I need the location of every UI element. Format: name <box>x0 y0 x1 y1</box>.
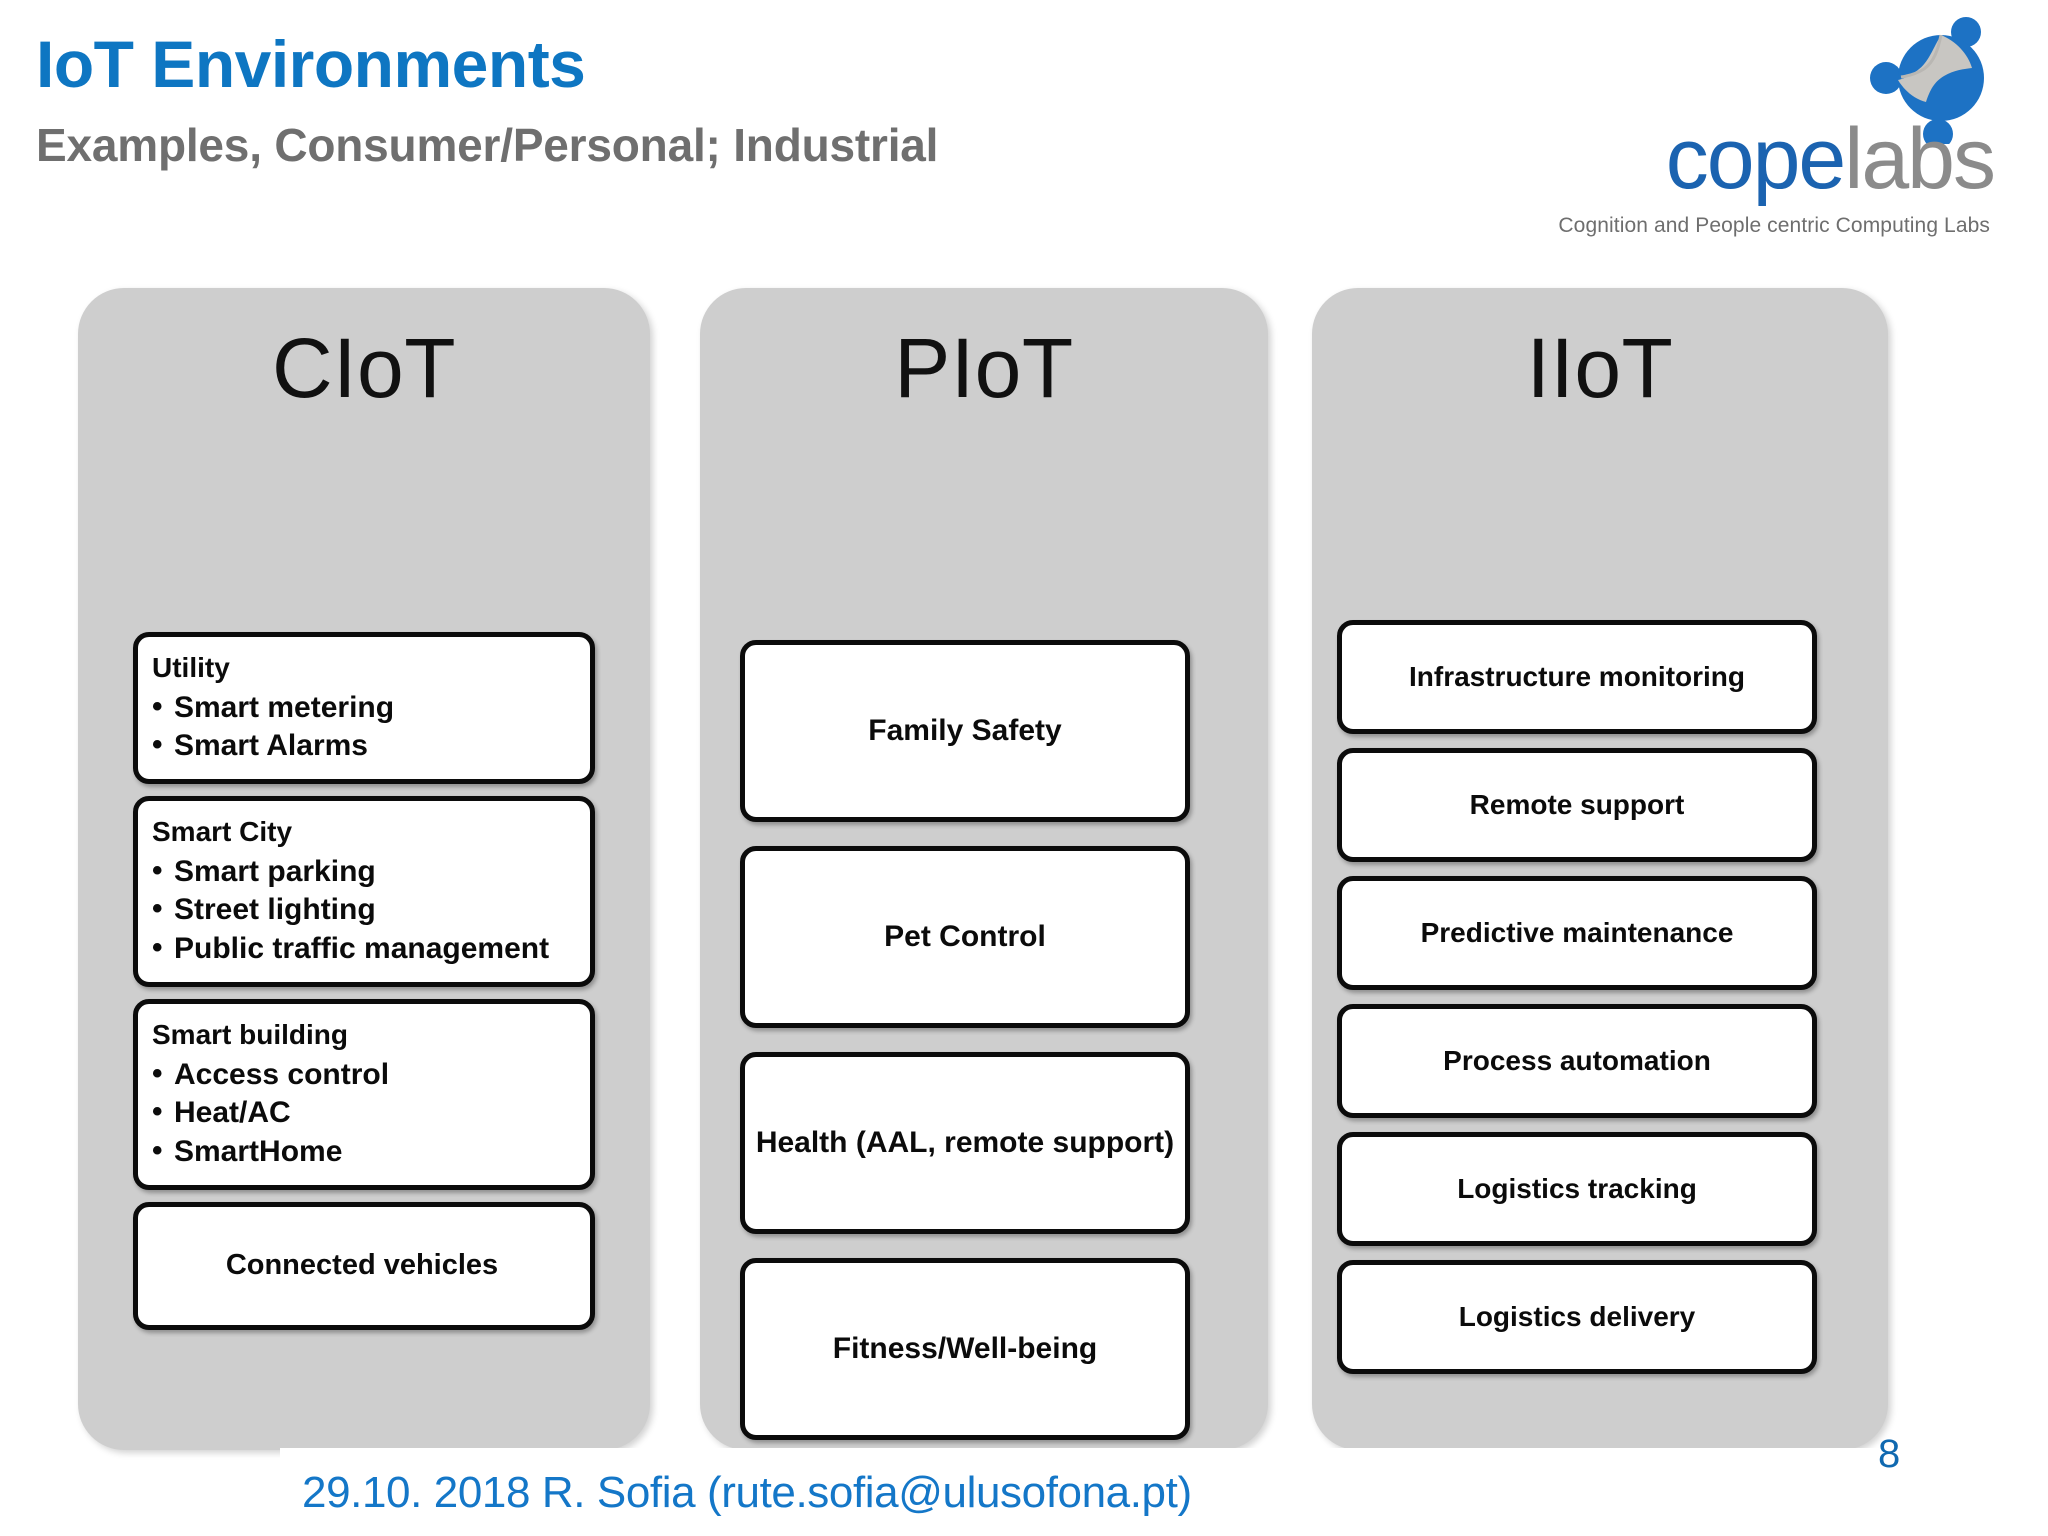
ciot-box-smart-building[interactable]: Smart building Access control Heat/AC Sm… <box>133 999 595 1190</box>
list-item: Smart Alarms <box>152 726 572 765</box>
piot-box-fitness-wellbeing-label: Fitness/Well-being <box>832 1332 1098 1365</box>
logo-word-cope: cope <box>1665 111 1846 207</box>
list-item: Heat/AC <box>152 1093 572 1132</box>
iiot-box-infrastructure-monitoring-label: Infrastructure monitoring <box>1408 661 1745 692</box>
ciot-box-smart-city[interactable]: Smart City Smart parking Street lighting… <box>133 796 595 988</box>
ciot-box-utility-title: Utility <box>152 652 230 683</box>
footer-mask-lower <box>0 1462 2048 1536</box>
iiot-box-logistics-tracking[interactable]: Logistics tracking <box>1337 1132 1817 1246</box>
iiot-box-logistics-tracking-label: Logistics tracking <box>1457 1173 1697 1204</box>
piot-box-fitness-wellbeing[interactable]: Fitness/Well-being <box>740 1258 1190 1440</box>
ciot-box-connected-vehicles[interactable]: Connected vehicles <box>133 1201 595 1330</box>
piot-box-health[interactable]: Health (AAL, remote support) <box>740 1052 1190 1234</box>
copelabs-logo: copelabs Cognition and People centric Co… <box>1512 16 2012 237</box>
box-stack-iiot: Infrastructure monitoring Remote support… <box>1337 620 1817 1388</box>
ciot-box-smart-building-items: Access control Heat/AC SmartHome <box>152 1055 572 1171</box>
list-item: Public traffic management <box>152 929 572 968</box>
iiot-box-process-automation[interactable]: Process automation <box>1337 1004 1817 1118</box>
iiot-box-logistics-delivery[interactable]: Logistics delivery <box>1337 1260 1817 1374</box>
box-stack-piot: Family Safety Pet Control Health (AAL, r… <box>740 640 1190 1464</box>
panel-iiot: IIoT Infrastructure monitoring Remote su… <box>1312 288 1888 1450</box>
piot-box-pet-control[interactable]: Pet Control <box>740 846 1190 1028</box>
iiot-box-remote-support-label: Remote support <box>1469 789 1685 820</box>
iot-environment-columns: CIoT Utility Smart metering Smart Alarms… <box>0 288 2048 1456</box>
iiot-box-infrastructure-monitoring[interactable]: Infrastructure monitoring <box>1337 620 1817 734</box>
logo-tagline: Cognition and People centric Computing L… <box>1558 214 1990 237</box>
panel-ciot: CIoT Utility Smart metering Smart Alarms… <box>78 288 650 1450</box>
iiot-box-predictive-maintenance-label: Predictive maintenance <box>1420 917 1734 948</box>
panel-heading-piot: PIoT <box>894 321 1074 415</box>
ciot-box-smart-city-items: Smart parking Street lighting Public tra… <box>152 852 572 968</box>
ciot-box-smart-building-title: Smart building <box>152 1019 348 1051</box>
list-item: Smart parking <box>152 852 572 891</box>
list-item: SmartHome <box>152 1132 572 1171</box>
ciot-box-utility[interactable]: Utility Smart metering Smart Alarms <box>133 632 595 785</box>
footer-attribution: 29.10. 2018 R. Sofia (rute.sofia@ulusofo… <box>302 1468 1192 1517</box>
ciot-box-connected-vehicles-label: Connected vehicles <box>225 1249 499 1282</box>
iiot-box-predictive-maintenance[interactable]: Predictive maintenance <box>1337 876 1817 990</box>
page-number: 8 <box>1878 1432 1901 1476</box>
ciot-box-smart-city-title: Smart City <box>152 816 293 848</box>
iiot-box-logistics-delivery-label: Logistics delivery <box>1458 1301 1696 1332</box>
iiot-box-remote-support[interactable]: Remote support <box>1337 748 1817 862</box>
piot-box-family-safety-label: Family Safety <box>868 714 1062 747</box>
iiot-box-process-automation-label: Process automation <box>1443 1045 1711 1076</box>
page-title: IoT Environments <box>36 27 586 101</box>
ciot-box-utility-items: Smart metering Smart Alarms <box>152 688 572 766</box>
copelabs-swirl-icon <box>1868 16 2004 149</box>
piot-box-pet-control-label: Pet Control <box>884 920 1046 953</box>
logo-wordmark: copelabs <box>1666 116 1996 202</box>
panel-heading-iiot: IIoT <box>1526 321 1674 415</box>
logo-word-labs: labs <box>1844 111 1996 207</box>
list-item: Smart metering <box>152 688 572 727</box>
panel-piot: PIoT Family Safety Pet Control Health (A… <box>700 288 1268 1450</box>
box-stack-ciot: Utility Smart metering Smart Alarms Smar… <box>133 632 595 1342</box>
list-item: Access control <box>152 1055 572 1094</box>
list-item: Street lighting <box>152 890 572 929</box>
piot-box-health-label: Health (AAL, remote support) <box>755 1126 1175 1159</box>
panel-heading-ciot: CIoT <box>271 321 457 415</box>
piot-box-family-safety[interactable]: Family Safety <box>740 640 1190 822</box>
page-subtitle: Examples, Consumer/Personal; Industrial <box>36 119 939 171</box>
